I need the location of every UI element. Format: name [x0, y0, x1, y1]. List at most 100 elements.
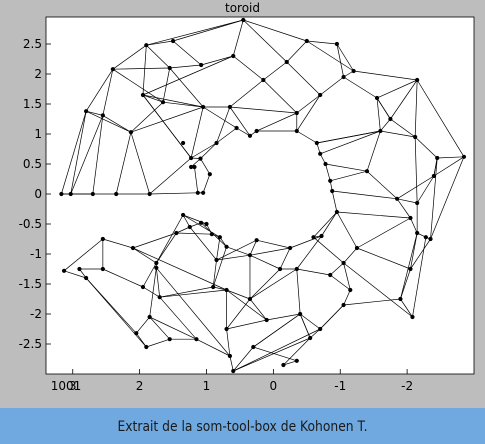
network-edge — [156, 214, 184, 264]
network-node — [304, 38, 309, 44]
network-node — [423, 235, 428, 240]
network-edge — [146, 40, 174, 46]
network-edge — [343, 262, 413, 318]
network-node — [334, 41, 340, 47]
network-edge — [249, 268, 281, 300]
network-edge — [390, 118, 416, 138]
network-node — [61, 268, 67, 273]
network-node — [311, 235, 316, 240]
network-node — [308, 335, 313, 341]
network-edge — [130, 132, 150, 195]
network-node — [204, 221, 209, 227]
network-edge — [397, 198, 418, 204]
network-edge — [433, 157, 438, 177]
network-node — [415, 77, 420, 83]
network-edge — [332, 190, 398, 200]
network-node — [174, 230, 179, 236]
network-edge — [343, 262, 351, 291]
network-node — [348, 287, 353, 293]
network-edge — [410, 238, 431, 270]
network-node — [264, 317, 269, 323]
network-node — [323, 161, 328, 167]
network-edge — [233, 337, 311, 372]
network-node — [318, 92, 323, 98]
network-edge — [229, 106, 297, 114]
y-tick-label: -2.5 — [19, 337, 42, 351]
network-edge — [226, 246, 251, 256]
network-edge — [343, 76, 378, 99]
network-edge — [286, 40, 308, 63]
network-node — [199, 62, 204, 68]
network-node — [154, 265, 159, 270]
x-tick-overlap-label: 1001 — [51, 379, 82, 393]
network-edge — [325, 163, 368, 172]
network-edge — [86, 110, 103, 116]
network-edge — [146, 19, 244, 46]
network-edge — [296, 268, 301, 315]
network-edge — [299, 313, 311, 339]
network-node — [318, 151, 323, 156]
network-node — [189, 155, 194, 161]
network-edge — [390, 79, 418, 120]
network-edge — [296, 268, 331, 276]
network-edge — [115, 132, 132, 195]
network-edge — [296, 235, 322, 270]
network-edge — [102, 268, 144, 288]
network-node — [227, 353, 233, 359]
network-edge — [380, 118, 391, 132]
network-edge — [169, 64, 202, 69]
network-edge — [336, 43, 354, 72]
network-edge — [243, 19, 287, 63]
network-node — [318, 326, 323, 332]
network-edge — [414, 136, 438, 159]
network-node — [199, 220, 204, 225]
network-edge — [85, 110, 132, 133]
network-edge — [136, 316, 150, 334]
network-edge — [433, 156, 465, 177]
network-edge — [331, 190, 338, 213]
network-node — [374, 95, 380, 101]
network-edge — [112, 68, 164, 103]
network-node — [247, 133, 253, 138]
network-edge — [194, 166, 199, 193]
network-node — [354, 245, 360, 251]
network-edge — [396, 198, 411, 219]
network-node — [217, 235, 222, 240]
network-edge — [92, 115, 104, 195]
network-edge — [102, 238, 134, 249]
network-node — [170, 38, 176, 44]
network-node — [231, 53, 236, 59]
network-node — [167, 65, 172, 71]
network-edge — [325, 163, 331, 181]
network-edge — [263, 61, 287, 81]
network-edge — [232, 19, 244, 57]
network-node — [100, 113, 105, 118]
network-node — [187, 224, 192, 230]
network-edge — [233, 328, 321, 372]
network-edge — [416, 79, 465, 157]
network-edge — [319, 76, 344, 96]
network-edge — [142, 94, 204, 108]
network-edge — [63, 270, 87, 279]
network-node — [180, 140, 186, 146]
x-tick-label: 3 — [69, 379, 77, 393]
network-node — [84, 275, 89, 281]
network-edge — [353, 70, 418, 81]
network-edge — [309, 328, 321, 339]
network-node — [231, 368, 236, 374]
network-node — [410, 314, 415, 320]
network-edge — [330, 170, 368, 182]
network-edge — [396, 175, 435, 200]
network-edge — [172, 19, 244, 42]
network-edge — [142, 45, 147, 96]
network-edge — [336, 211, 411, 219]
network-edge — [229, 355, 234, 372]
network-edge — [283, 360, 297, 366]
network-edge — [196, 338, 231, 357]
network-node — [298, 311, 303, 317]
network-node — [209, 232, 214, 237]
network-node — [140, 284, 146, 290]
network-edge — [162, 101, 204, 108]
network-node — [251, 344, 256, 350]
network-edge — [142, 94, 192, 159]
